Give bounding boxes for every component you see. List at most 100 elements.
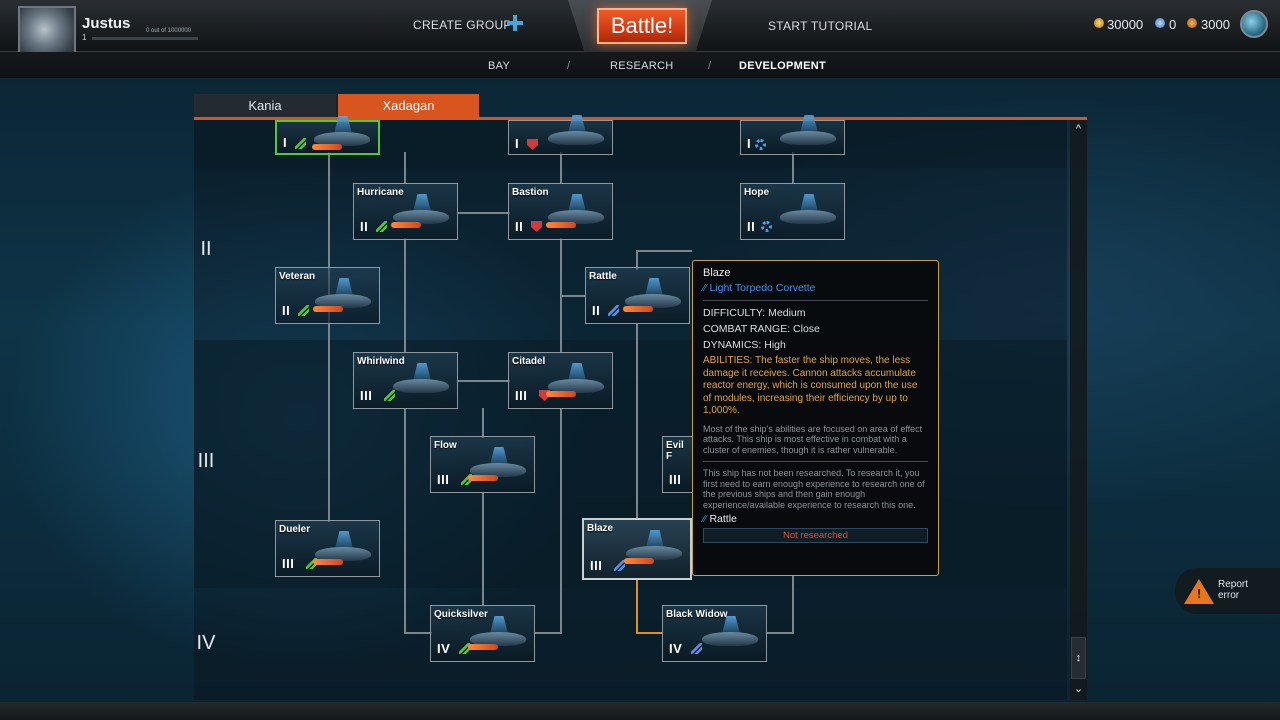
node-name: Whirlwind — [357, 356, 405, 367]
node-tier: II — [360, 219, 369, 234]
node-tier: I — [515, 136, 520, 151]
shield-class-icon — [539, 390, 550, 401]
ship-image — [622, 528, 686, 568]
nav-bay[interactable]: BAY — [488, 60, 511, 72]
ship-node-bastion[interactable]: Bastion II — [508, 183, 613, 240]
node-name: Black Widow — [666, 609, 728, 620]
warning-mark: ! — [1197, 586, 1202, 601]
node-name: Hurricane — [357, 187, 404, 198]
ship-image — [310, 114, 374, 154]
ship-node-black-widow[interactable]: Black Widow IV — [662, 605, 767, 662]
node-tier: III — [590, 558, 603, 573]
tooltip-research-status: Not researched — [703, 528, 928, 543]
node-name: Veteran — [279, 271, 316, 282]
ship-image — [776, 113, 840, 153]
tooltip-difficulty: DIFFICULTY: Medium — [703, 307, 806, 319]
node-name: Flow — [434, 440, 457, 451]
torpedo-class-icon — [459, 643, 470, 654]
research-path-line — [636, 580, 638, 634]
ship-node-hurricane[interactable]: Hurricane II — [353, 183, 458, 240]
node-tier: III — [360, 388, 373, 403]
tooltip-previous-ship: Rattle — [703, 513, 928, 525]
report-error-label[interactable]: Report error — [1218, 579, 1249, 601]
connector-line — [792, 152, 794, 184]
tooltip-ship-name: Blaze — [703, 267, 731, 279]
globe-icon[interactable] — [1240, 10, 1268, 38]
ship-tooltip: Blaze Light Torpedo Corvette DIFFICULTY:… — [692, 260, 939, 576]
ship-node-hope[interactable]: Hope II — [740, 183, 845, 240]
node-name: Evil F — [666, 440, 684, 462]
connector-line — [458, 380, 510, 382]
connector-line — [404, 632, 432, 634]
ship-image — [466, 614, 530, 654]
ship-node-rattle[interactable]: Rattle II — [585, 267, 690, 324]
ship-node-blaze[interactable]: Blaze III — [582, 518, 692, 580]
ship-node[interactable]: I — [740, 115, 845, 155]
ship-image — [621, 276, 685, 316]
node-tier: III — [282, 556, 295, 571]
tier-label-4: IV — [196, 632, 216, 654]
xp-text: 0 out of 1000000 — [146, 28, 192, 34]
connector-line — [636, 324, 638, 518]
plus-icon[interactable] — [507, 15, 523, 31]
ship-image — [466, 445, 530, 485]
warning-icon[interactable] — [1184, 579, 1214, 604]
ship-node-whirlwind[interactable]: Whirlwind III — [353, 352, 458, 409]
node-name: Dueler — [279, 524, 311, 535]
connector-line — [482, 408, 484, 438]
nav-research[interactable]: RESEARCH — [610, 60, 674, 72]
ship-image — [389, 361, 453, 401]
tooltip-abilities: ABILITIES: The faster the ship moves, th… — [703, 355, 918, 416]
tooltip-description: Most of the ship's abilities are focused… — [703, 423, 923, 455]
tab-xadagan[interactable]: Xadagan — [338, 94, 479, 118]
ship-node-dueler[interactable]: Dueler III — [275, 520, 380, 577]
gem-amount: 0 — [1169, 17, 1177, 32]
ship-node-evil-f[interactable]: Evil F III — [662, 436, 692, 493]
scroll-thumb[interactable]: ↕ — [1071, 637, 1086, 679]
ship-node-veteran[interactable]: Veteran II — [275, 267, 380, 324]
connector-line — [404, 152, 406, 184]
tab-kania[interactable]: Kania — [194, 94, 336, 118]
scroll-up-icon[interactable]: ^ — [1075, 123, 1082, 135]
node-tier: III — [669, 472, 682, 487]
nav-development[interactable]: DEVELOPMENT — [739, 60, 827, 72]
node-tier: III — [437, 472, 450, 487]
ship-node[interactable]: I — [275, 116, 380, 155]
node-tier: II — [592, 303, 601, 318]
torpedo-class-icon — [608, 305, 619, 316]
node-tier: IV — [669, 641, 683, 656]
shield-class-icon — [531, 221, 542, 232]
torpedo-class-icon — [298, 305, 309, 316]
torpedo-class-icon — [376, 221, 387, 232]
ship-node-flow[interactable]: Flow III — [430, 436, 535, 493]
gold-coin-icon — [1094, 18, 1104, 28]
shield-class-icon — [527, 139, 538, 150]
ship-node[interactable]: I — [508, 115, 613, 155]
torpedo-class-icon — [691, 643, 702, 654]
gear-class-icon — [755, 139, 766, 150]
node-tier: II — [747, 219, 756, 234]
tooltip-research-note: This ship has not been researched. To re… — [703, 468, 925, 510]
torpedo-class-icon — [295, 138, 306, 149]
start-tutorial-button[interactable]: START TUTORIAL — [768, 19, 873, 33]
connector-line — [328, 152, 330, 522]
connector-line — [636, 250, 692, 252]
connector-line — [404, 238, 406, 352]
skull-amount: 3000 — [1201, 17, 1230, 32]
node-name: Hope — [744, 187, 769, 198]
connector-line — [404, 408, 406, 634]
ship-image — [544, 113, 608, 153]
ship-image — [311, 529, 375, 569]
scrollbar-track[interactable] — [1070, 120, 1087, 700]
battle-button[interactable]: Battle! — [597, 8, 687, 44]
ship-node-quicksilver[interactable]: Quicksilver IV — [430, 605, 535, 662]
scroll-down-icon[interactable]: ⌄ — [1073, 683, 1084, 695]
create-group-button[interactable]: CREATE GROUP — [413, 18, 512, 32]
divider — [703, 461, 928, 462]
connector-line — [636, 250, 638, 270]
ship-image — [698, 614, 762, 654]
ship-image — [389, 192, 453, 232]
connector-line — [560, 295, 586, 297]
ship-node-citadel[interactable]: Citadel III — [508, 352, 613, 409]
connector-line — [458, 212, 510, 214]
